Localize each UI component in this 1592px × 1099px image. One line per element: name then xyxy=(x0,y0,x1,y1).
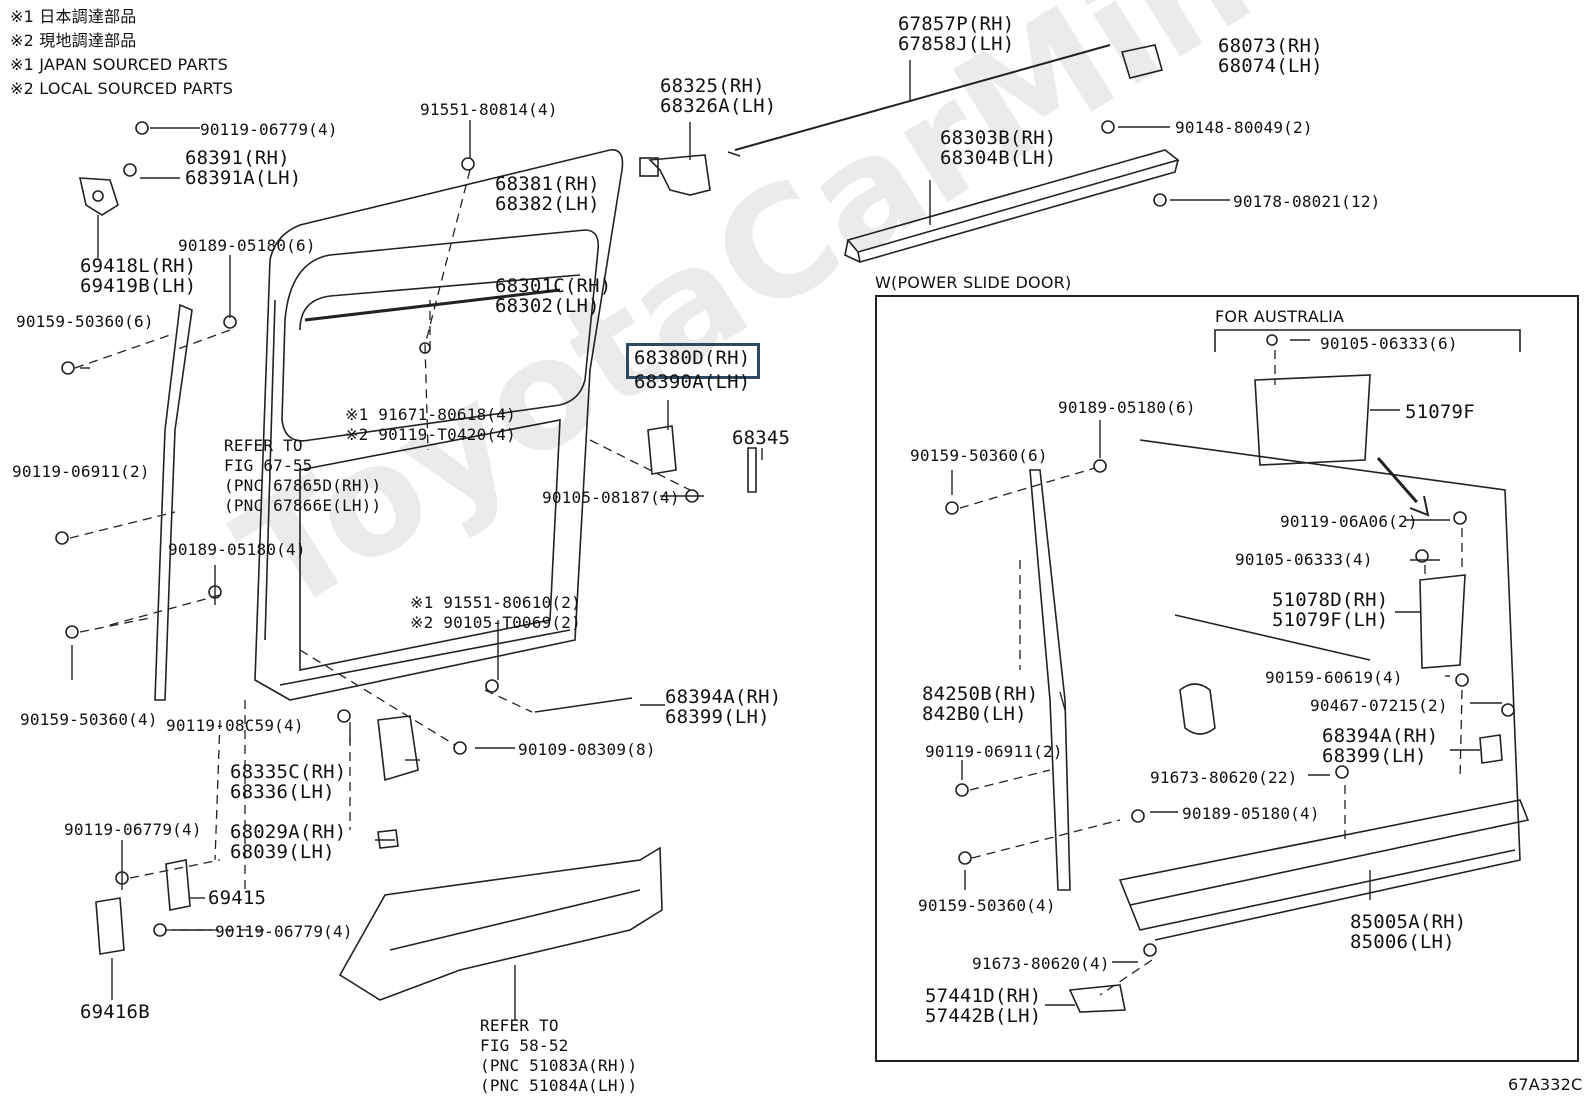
small-pad xyxy=(747,447,757,493)
label-68335c[interactable]: 68335C(RH) 68336(LH) xyxy=(230,761,347,803)
label-91673-80620-4[interactable]: 91673-80620(4) xyxy=(972,954,1110,973)
label-90119-06911-left[interactable]: 90119-06911(2) xyxy=(12,462,150,481)
label-68073[interactable]: 68073(RH) 68074(LH) xyxy=(1218,35,1323,77)
psd-lower-rail xyxy=(1118,799,1530,906)
label-90159-50360-4-left[interactable]: 90159-50360(4) xyxy=(20,710,158,729)
label-90159-50360-6-right[interactable]: 90159-50360(6) xyxy=(910,446,1048,465)
upper-rail xyxy=(734,44,1111,151)
psd-door-outline xyxy=(1139,439,1521,941)
legend-line-1: ※1 日本調達部品 xyxy=(10,7,137,26)
label-91673-80620-22[interactable]: 91673-80620(22) xyxy=(1150,768,1298,787)
label-69418l[interactable]: 69418L(RH) 69419B(LH) xyxy=(80,255,197,297)
door-inner-outline xyxy=(264,299,571,686)
hinge-bracket xyxy=(78,177,119,216)
label-90119-06779-mid[interactable]: 90119-06779(4) xyxy=(64,820,202,839)
label-57441d[interactable]: 57441D(RH) 57442B(LH) xyxy=(925,985,1042,1027)
door-window-frame xyxy=(281,229,600,442)
label-90159-50360-4-right[interactable]: 90159-50360(4) xyxy=(918,896,1056,915)
label-90119-06779-bottom[interactable]: 90119-06779(4) xyxy=(215,922,353,941)
label-51078d[interactable]: 51078D(RH) 51079F(LH) xyxy=(1272,589,1389,631)
label-91671-80618[interactable]: ※1 91671-80618(4) ※2 90119-T0420(4) xyxy=(345,405,516,444)
label-68391[interactable]: 68391(RH) 68391A(LH) xyxy=(185,147,302,189)
label-68301c[interactable]: 68301C(RH) 68302(LH) xyxy=(495,275,612,317)
psd-actuator xyxy=(1254,374,1371,466)
label-68394a-left[interactable]: 68394A(RH) 68399(LH) xyxy=(665,686,782,728)
label-90109-08309[interactable]: 90109-08309(8) xyxy=(518,740,656,759)
label-68325[interactable]: 68325(RH) 68326A(LH) xyxy=(660,75,777,117)
highlighted-part-label[interactable]: 68380D(RH) xyxy=(634,347,751,369)
label-68390a[interactable]: 68390A(LH) xyxy=(634,371,751,393)
label-91551-80814[interactable]: 91551-80814(4) xyxy=(420,100,558,119)
label-90105-08187[interactable]: 90105-08187(4) xyxy=(542,488,680,507)
legend-line-4: ※2 LOCAL SOURCED PARTS xyxy=(10,79,234,98)
label-68303b[interactable]: 68303B(RH) 68304B(LH) xyxy=(940,127,1057,169)
australia-bracket xyxy=(1214,329,1521,352)
legend-line-2: ※2 現地調達部品 xyxy=(10,31,137,50)
label-68029a[interactable]: 68029A(RH) 68039(LH) xyxy=(230,821,347,863)
label-90148-80049[interactable]: 90148-80049(2) xyxy=(1175,118,1313,137)
label-90119-06911-right[interactable]: 90119-06911(2) xyxy=(925,742,1063,761)
refer-fig-58-52: REFER TO FIG 58-52 (PNC 51083A(RH)) (PNC… xyxy=(480,1016,638,1095)
cover-plate xyxy=(1120,44,1163,79)
legend-line-3: ※1 JAPAN SOURCED PARTS xyxy=(10,55,229,74)
power-slide-door-frame xyxy=(875,295,1579,1062)
label-90119-08c59[interactable]: 90119-08C59(4) xyxy=(166,716,304,735)
label-84250b[interactable]: 84250B(RH) 842B0(LH) xyxy=(922,683,1039,725)
figure-code: 67A332C xyxy=(1508,1075,1583,1094)
refer-fig-67-55: REFER TO FIG 67-55 (PNC 67865D(RH)) (PNC… xyxy=(224,436,382,515)
label-90119-06779-top[interactable]: 90119-06779(4) xyxy=(200,120,338,139)
psd-weatherstrip xyxy=(1029,469,1071,891)
door-inner-panel xyxy=(299,419,561,671)
label-68394a-right[interactable]: 68394A(RH) 68399(LH) xyxy=(1322,725,1439,767)
power-slide-door-title: W(POWER SLIDE DOOR) xyxy=(875,273,1072,292)
seal-plate xyxy=(165,859,191,911)
label-90467-07215[interactable]: 90467-07215(2) xyxy=(1310,696,1448,715)
label-85005a[interactable]: 85005A(RH) 85006(LH) xyxy=(1350,911,1467,953)
label-90189-05180-4[interactable]: 90189-05180(4) xyxy=(168,540,306,559)
label-90189-05180-6-right[interactable]: 90189-05180(6) xyxy=(1058,398,1196,417)
for-australia-title: FOR AUSTRALIA xyxy=(1215,307,1345,326)
direction-arrow xyxy=(1376,457,1424,509)
label-68345[interactable]: 68345 xyxy=(732,427,791,449)
label-90159-60619[interactable]: 90159-60619(4) xyxy=(1265,668,1403,687)
label-90105-06333-4[interactable]: 90105-06333(4) xyxy=(1235,550,1373,569)
label-90159-50360-6[interactable]: 90159-50360(6) xyxy=(16,312,154,331)
lower-rail-assembly xyxy=(338,846,663,1001)
label-69416b[interactable]: 69416B xyxy=(80,1001,150,1023)
label-51079f[interactable]: 51079F xyxy=(1405,401,1475,423)
door-panel-outline xyxy=(254,149,624,701)
label-90189-05180-4-right[interactable]: 90189-05180(4) xyxy=(1182,804,1320,823)
label-69415[interactable]: 69415 xyxy=(208,887,267,909)
label-90119-06a06[interactable]: 90119-06A06(2) xyxy=(1280,512,1418,531)
label-91551-80610[interactable]: ※1 91551-80610(2) ※2 90105-T0069(2) xyxy=(410,593,581,632)
label-90189-05180-6[interactable]: 90189-05180(6) xyxy=(178,236,316,255)
lower-hinge-plate xyxy=(95,897,125,955)
psd-bracket xyxy=(1419,574,1466,669)
link-rod xyxy=(534,697,633,713)
lower-hinge-bracket xyxy=(377,715,419,782)
label-90178-08021[interactable]: 90178-08021(12) xyxy=(1233,192,1381,211)
upper-roller-assembly xyxy=(648,154,711,196)
door-lock-striker xyxy=(647,425,677,475)
left-weatherstrip xyxy=(154,303,193,701)
highlight-box[interactable] xyxy=(626,343,760,379)
psd-roller xyxy=(1068,984,1126,1013)
label-67857p[interactable]: 67857P(RH) 67858J(LH) xyxy=(898,13,1015,55)
label-68381[interactable]: 68381(RH) 68382(LH) xyxy=(495,173,600,215)
label-90105-06333-6[interactable]: 90105-06333(6) xyxy=(1320,334,1458,353)
